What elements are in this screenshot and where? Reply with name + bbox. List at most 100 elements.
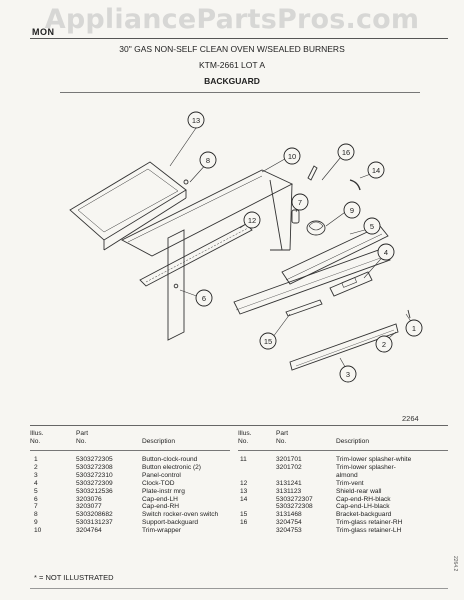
svg-text:14: 14 [372,166,380,175]
cell-desc: Trim-lower splasher-white [336,456,412,463]
cell-part: 3131468 [276,511,302,519]
cell-part: 3204764 [76,527,102,535]
cell-desc: almond [336,471,358,479]
table-rule [30,425,448,426]
cell-desc: Bracket-backguard [336,511,392,519]
callout-3: 3 [339,365,357,383]
exploded-parts-diagram: 13 8 10 16 14 7 9 12 5 4 6 15 1 2 3 [69,111,423,383]
callout-10: 10 [283,147,301,165]
header-illus: Illus.No. [30,430,44,445]
svg-text:15: 15 [264,337,272,346]
cell-desc: Plate-instr mrg [142,487,185,495]
cell-part: 5303131237 [76,519,113,527]
cell-desc: Cap-end-RH [142,503,180,511]
svg-text:8: 8 [206,156,210,165]
end-cap-lh [167,229,185,341]
cell-part: 3204753 [276,527,302,535]
callout-16: 16 [337,143,355,161]
callout-5: 5 [363,217,381,235]
svg-text:1: 1 [412,324,416,333]
rocker-switch [291,209,300,224]
cell-desc: Cap-end-RH-black [336,495,391,503]
svg-text:16: 16 [342,148,350,157]
cell-illus: 6 [34,495,38,503]
section-title: BACKGUARD [204,76,260,86]
cell-part: 3201702 [276,463,302,471]
cell-desc: Trim-glass retainer-RH [336,519,403,527]
cell-desc: Switch rocker-oven switch [142,511,219,519]
bottom-rule [30,588,448,589]
cell-part: 5303272307 [276,495,313,503]
title-rule [60,92,420,93]
cell-part: 3204754 [276,519,302,527]
cell-desc: Trim-vent [336,479,364,487]
cell-illus: 10 [34,527,42,535]
cell-desc: Trim-wrapper [142,527,181,535]
clock [329,271,373,297]
not-illustrated-note: * = NOT ILLUSTRATED [34,573,114,582]
svg-text:13: 13 [192,116,200,125]
cell-part: 3131123 [276,487,302,495]
cell-part: 5303208682 [76,511,113,519]
diagram-code: 2264 [402,414,419,423]
cell-part: 5303212536 [76,487,113,495]
cell-illus: 8 [34,511,38,519]
cell-illus: 3 [34,471,38,479]
model-number: KTM-2661 LOT A [199,60,265,70]
cell-part: 3203076 [76,495,102,503]
model-header: MON [32,27,55,37]
cell-desc: Shield-rear wall [336,487,382,495]
callout-12: 12 [243,211,261,229]
side-code: 2264.2 [452,556,458,572]
cell-illus: 7 [34,503,38,511]
cell-part: 5303272308 [76,463,113,471]
callout-7: 7 [291,193,309,211]
svg-text:9: 9 [350,206,354,215]
watermark: AppliancePartsPros.com [44,4,420,35]
callout-1: 1 [405,319,423,337]
cell-part: 5303272305 [76,456,113,463]
cell-desc: Clock-TOD [142,479,175,487]
callout-4: 4 [377,243,395,261]
svg-text:2: 2 [382,340,386,349]
cell-desc: Button-clock-round [142,456,198,463]
cell-part: 3203077 [76,503,102,511]
cell-desc: Cap-end-LH [142,495,178,503]
header-description: Description [142,438,175,445]
cell-desc: Button electronic (2) [142,463,202,471]
cell-illus: 5 [34,487,38,495]
cell-desc: Trim-glass retainer-LH [336,527,402,535]
header-description: Description [336,438,369,445]
callout-14: 14 [367,161,385,179]
cell-desc: Support-backguard [142,519,199,527]
svg-text:10: 10 [288,152,296,161]
callout-9: 9 [343,201,361,219]
callout-15: 15 [259,332,277,350]
callout-2: 2 [375,335,393,353]
cell-illus: 12 [240,479,248,487]
svg-text:5: 5 [370,222,374,231]
cell-illus: 9 [34,519,38,527]
cell-illus: 4 [34,479,38,487]
callout-13: 13 [187,111,205,129]
cell-desc: Panel-control [142,471,181,479]
diagram-title: 30" GAS NON-SELF CLEAN OVEN W/SEALED BUR… [119,44,345,54]
lower-splasher-trim [289,323,399,371]
header-rule [30,38,448,39]
cell-part: 3131241 [276,479,302,487]
callout-6: 6 [195,289,213,307]
cell-desc: Cap-end-LH-black [336,503,390,511]
bracket [285,299,323,317]
control-panel [233,247,391,315]
cell-illus: 2 [34,463,38,471]
header-illus: Illus.No. [238,430,252,445]
cell-illus: 15 [240,511,248,519]
instrument-plate [281,225,389,285]
cell-illus: 1 [34,456,38,463]
cell-part: 5303272310 [76,471,113,479]
cell-illus: 14 [240,495,248,503]
cell-part: 3201701 [276,456,302,463]
callout-8: 8 [199,151,217,169]
